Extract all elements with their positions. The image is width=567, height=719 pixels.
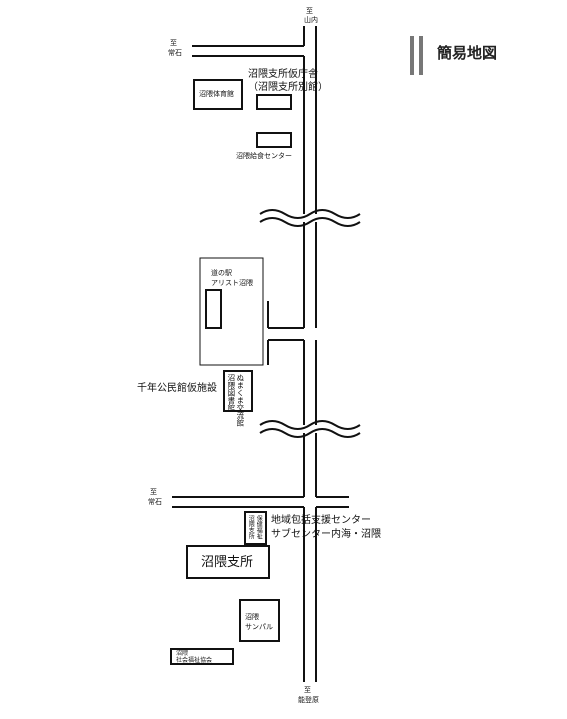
lunch-center-label: 沼隈給食センター <box>236 152 292 160</box>
roadside-station-building <box>205 289 222 329</box>
direction-west-top-prefix: 至 <box>170 39 177 47</box>
break-mark-lower-bottom <box>259 428 361 438</box>
gym-box: 沼隈体育館 <box>193 79 243 110</box>
sunpal-label-line2: サンパル <box>245 623 273 631</box>
sunpal-box: 沼隈 サンパル <box>239 599 280 642</box>
library-label: 沼隈図書館 <box>226 374 236 412</box>
direction-south-prefix: 至 <box>304 686 311 694</box>
direction-west-top-name: 常石 <box>168 49 182 57</box>
support-center-label-line2: サブセンター内海・沼隈 <box>271 529 381 540</box>
direction-north-name: 山内 <box>304 16 318 24</box>
legend-bar-left <box>410 36 414 75</box>
break-mark-lower-top <box>259 420 361 430</box>
exchange-hall-label: ぬまくま交流館 <box>235 374 245 427</box>
roadside-station-label-line2: アリスト沼隈 <box>211 279 253 287</box>
break-mark-upper-top <box>259 209 361 219</box>
social-welfare-label-line2: 社会福祉協会 <box>176 657 213 664</box>
welfare-center-box: 沼隈支所 保健福祉 <box>244 511 267 545</box>
legend-bar-right <box>419 36 423 75</box>
legend-title: 簡易地図 <box>437 44 498 62</box>
branch-office-label: 沼隈支所 <box>201 555 254 570</box>
branch-office-box: 沼隈支所 <box>186 545 270 579</box>
gym-label: 沼隈体育館 <box>199 90 234 98</box>
library-exchange-box <box>223 370 253 412</box>
roadside-station-outline <box>199 257 264 366</box>
direction-north-prefix: 至 <box>306 7 313 15</box>
social-welfare-box: 沼隈 社会福祉協会 <box>170 648 234 665</box>
roadside-station-label-line1: 道の駅 <box>211 269 232 277</box>
community-hall-label: 千年公民館仮施設 <box>137 383 217 394</box>
break-mark-upper-bottom <box>259 217 361 227</box>
social-welfare-label-line1: 沼隈 <box>176 650 189 657</box>
direction-south-name: 能登原 <box>298 696 319 704</box>
direction-west-bottom-prefix: 至 <box>150 488 157 496</box>
welfare-center-label-a: 沼隈支所 <box>247 515 255 539</box>
temp-office-label-line2: （沼隈支所別館） <box>248 82 328 93</box>
direction-west-bottom-name: 常石 <box>148 498 162 506</box>
sunpal-label-line1: 沼隈 <box>245 613 259 621</box>
support-center-label-line1: 地域包括支援センター <box>271 515 371 526</box>
temp-office-label-line1: 沼隈支所仮庁舎 <box>248 69 318 80</box>
lunch-center-box <box>256 132 292 148</box>
temp-office-box <box>256 94 292 110</box>
welfare-center-label-b: 保健福祉 <box>255 515 263 539</box>
